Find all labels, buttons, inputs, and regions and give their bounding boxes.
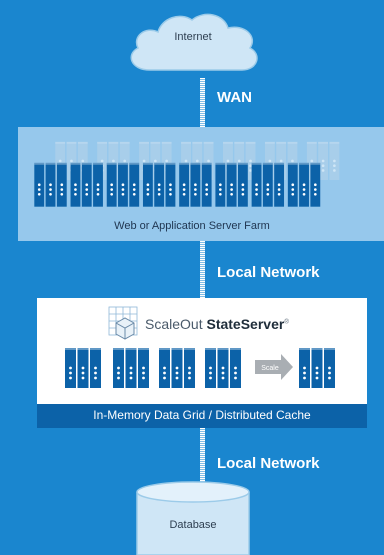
database-icon xyxy=(136,481,250,555)
server-farm-racks xyxy=(34,141,340,207)
server-rack-icon xyxy=(106,162,140,207)
wan-link-line xyxy=(200,78,205,127)
scale-arrow-label: Scale xyxy=(261,365,279,372)
internet-cloud xyxy=(130,13,258,71)
internet-label: Internet xyxy=(174,31,212,43)
brand-name-part2: StateServer xyxy=(206,316,285,332)
stateserver-racks: Scale xyxy=(65,348,335,388)
server-rack-icon xyxy=(251,162,285,207)
database-label: Database xyxy=(169,519,217,531)
server-rack-icon xyxy=(179,162,212,207)
data-grid-label: In-Memory Data Grid / Distributed Cache xyxy=(93,408,311,422)
grid-server-rack-icon xyxy=(299,348,335,388)
brand-name-part1: ScaleOut xyxy=(145,316,207,332)
server-rack-icon xyxy=(215,162,248,207)
brand-registered-mark: ® xyxy=(284,319,289,326)
grid-server-rack-icon xyxy=(205,348,241,388)
local-network-label-2: Local Network xyxy=(217,455,320,472)
server-rack-icon xyxy=(142,162,176,207)
server-rack-icon xyxy=(70,162,103,207)
scale-arrow-icon: Scale xyxy=(255,354,293,380)
local-network-link-line-2 xyxy=(200,428,205,488)
grid-server-rack-icon xyxy=(65,348,101,388)
grid-server-rack-icon xyxy=(159,348,195,388)
scaleout-logo-icon xyxy=(108,306,138,340)
local-network-label-1: Local Network xyxy=(217,264,320,281)
server-rack-icon xyxy=(34,162,67,207)
local-network-link-line-1 xyxy=(200,241,205,298)
server-farm-label: Web or Application Server Farm xyxy=(114,220,270,232)
grid-server-rack-icon xyxy=(113,348,149,388)
server-rack-icon xyxy=(287,162,321,207)
data-grid-bar xyxy=(37,404,367,428)
stateserver-brand: ScaleOut StateServer® xyxy=(145,316,289,332)
wan-label: WAN xyxy=(217,89,252,106)
